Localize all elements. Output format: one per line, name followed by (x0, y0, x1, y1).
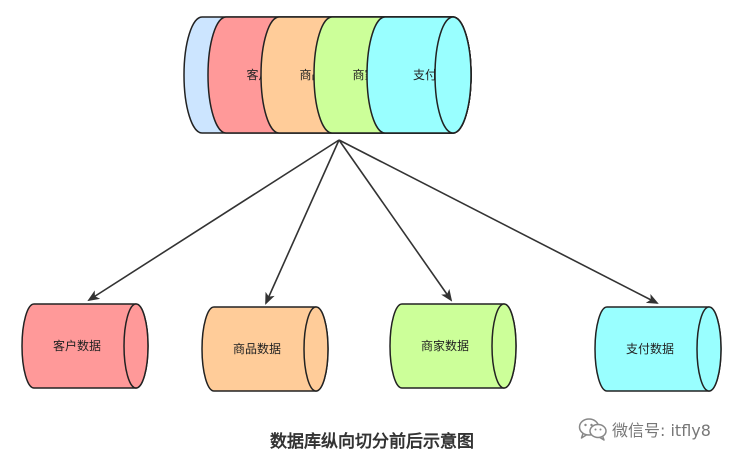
source-database-cylinder: 客户商品商家支付 (183, 16, 472, 134)
target-database-1: 客户数据 (21, 303, 149, 389)
watermark-text: 微信号: itfly8 (612, 421, 711, 440)
arrow-to-target-1 (87, 139, 340, 302)
target-database-3: 商家数据 (389, 303, 517, 389)
diagram-caption: 数据库纵向切分前后示意图 (270, 432, 474, 452)
source-cylinder-cap (434, 16, 472, 134)
arrow-to-target-4 (338, 139, 659, 304)
source-segment-label: 支付 (413, 68, 437, 82)
target-database-4: 支付数据 (594, 306, 722, 392)
target-databases: 客户数据 商品数据 商家数据 支付数据 (21, 303, 722, 392)
target-database-label: 商品数据 (233, 341, 281, 356)
target-database-2: 商品数据 (201, 306, 329, 392)
wechat-icon (578, 418, 607, 441)
target-database-label: 商家数据 (421, 338, 469, 353)
target-database-label: 客户数据 (53, 338, 101, 353)
wechat-watermark: 微信号: itfly8 (578, 417, 711, 441)
arrow-to-target-3 (338, 139, 453, 302)
split-arrows (87, 139, 659, 305)
arrow-to-target-2 (265, 139, 340, 305)
target-database-label: 支付数据 (626, 341, 674, 356)
